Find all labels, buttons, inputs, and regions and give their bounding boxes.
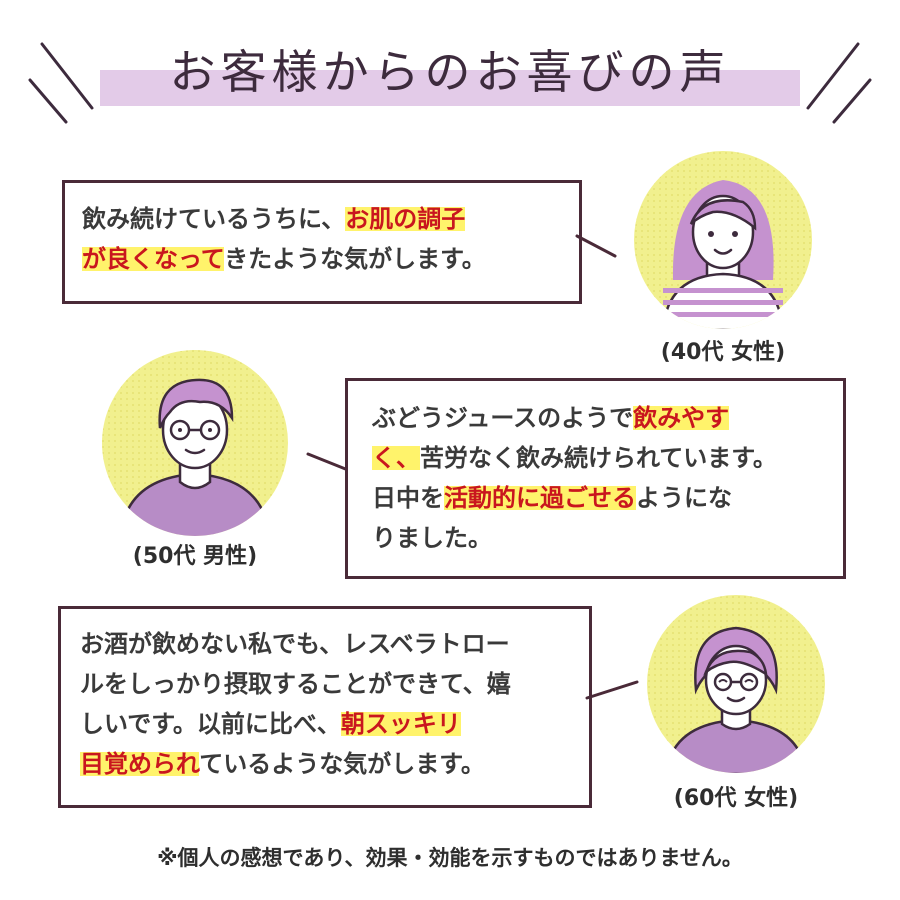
- testimonial-bubble-2: [345, 378, 846, 579]
- text-segment: ようにな: [636, 484, 732, 512]
- highlighted-phrase: 朝スッキリ: [340, 710, 461, 738]
- text-segment: ルをしっかり摂取することができて、嬉: [80, 670, 511, 698]
- text-segment: 苦労なく飲み続けられています。: [420, 444, 777, 472]
- text-segment: 日中を: [372, 484, 444, 512]
- testimonial-line: が良くなってきたような気がします。: [82, 239, 562, 279]
- text-segment: きたような気がします。: [224, 245, 486, 273]
- bubble-tail-3: [585, 680, 639, 700]
- testimonial-text-2: ぶどうジュースのようで飲みやすく、苦労なく飲み続けられています。日中を活動的に過…: [372, 398, 842, 558]
- testimonial-line: しいです。以前に比べ、朝スッキリ: [80, 704, 580, 744]
- highlighted-phrase: く、: [372, 444, 420, 472]
- testimonial-line: 日中を活動的に過ごせるようにな: [372, 478, 842, 518]
- text-segment: ているような気がします。: [199, 750, 485, 778]
- testimonial-caption-2: (50代 男性): [132, 544, 258, 569]
- testimonial-text-1: 飲み続けているうちに、お肌の調子が良くなってきたような気がします。: [82, 199, 562, 279]
- page-title: お客様からのお喜びの声: [169, 45, 731, 99]
- highlighted-phrase: お肌の調子: [345, 205, 466, 233]
- text-segment: 飲み続けているうちに、: [82, 205, 346, 233]
- bubble-tail-2: [306, 452, 350, 472]
- testimonial-bubble-1: [62, 180, 582, 304]
- testimonial-line: く、苦労なく飲み続けられています。: [372, 438, 842, 478]
- testimonial-line: ぶどうジュースのようで飲みやす: [372, 398, 842, 438]
- disclaimer: ※個人の感想であり、効果・効能を示すものではありません。: [157, 846, 743, 870]
- testimonial-caption-3: (60代 女性): [673, 786, 799, 811]
- highlighted-phrase: 目覚められ: [80, 750, 200, 778]
- testimonial-caption-1: (40代 女性): [660, 340, 786, 365]
- text-segment: お酒が飲めない私でも、レスベラトロー: [80, 630, 510, 658]
- text-segment: しいです。以前に比べ、: [80, 710, 341, 738]
- text-segment: りました。: [372, 524, 492, 552]
- testimonial-line: 目覚められているような気がします。: [80, 744, 580, 784]
- highlighted-phrase: 活動的に過ごせる: [444, 484, 636, 512]
- title-band: [100, 70, 800, 106]
- testimonial-line: りました。: [372, 518, 842, 558]
- avatar-woman-60s-icon: [647, 595, 825, 773]
- bubble-tail-1: [575, 234, 617, 258]
- testimonial-text-3: お酒が飲めない私でも、レスベラトロールをしっかり摂取することができて、嬉しいです…: [80, 624, 580, 784]
- testimonial-line: 飲み続けているうちに、お肌の調子: [82, 199, 562, 239]
- text-segment: ぶどうジュースのようで: [372, 404, 634, 432]
- testimonial-line: ルをしっかり摂取することができて、嬉: [80, 664, 580, 704]
- highlighted-phrase: 飲みやす: [633, 404, 730, 432]
- avatar-woman-40s-icon: [634, 151, 812, 329]
- avatar-man-50s-icon: [102, 350, 288, 536]
- highlighted-phrase: が良くなって: [82, 245, 225, 273]
- testimonial-line: お酒が飲めない私でも、レスベラトロー: [80, 624, 580, 664]
- title-decoration: [28, 42, 872, 124]
